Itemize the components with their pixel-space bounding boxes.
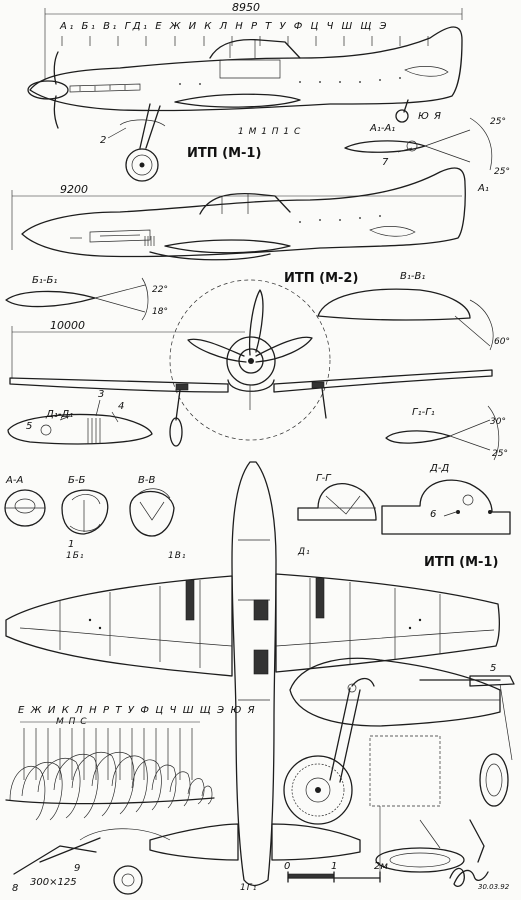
m1-plan-title: ИТП (М-1) [424, 555, 499, 570]
section-a1-a1 [344, 117, 493, 171]
station-b1-mark: 1Б₁ [66, 551, 85, 561]
b1-angle-up: 22° [152, 285, 168, 295]
callout-5-section: 5 [26, 421, 33, 432]
section-d1-d1 [7, 399, 153, 445]
b1-angle-down: 18° [152, 307, 168, 317]
station-g1-mark: 1Г₁ [240, 883, 258, 893]
m1-station-letters: А₁ Б₁ В₁ ГД₁ Е Ж И К Л Н Р Т У Ф Ц Ч Ш Щ… [60, 21, 389, 32]
callout-5-gear: 5 [490, 663, 497, 674]
section-b1-label: Б₁-Б₁ [32, 275, 58, 286]
a1-angle-down: 25° [494, 167, 510, 177]
scale-label-1: 1 [331, 861, 338, 872]
a1-angle-up: 25° [490, 117, 506, 127]
author-signature [449, 867, 489, 888]
m2-length-dimension: 9200 [60, 183, 88, 196]
section-v-label: В-В [138, 475, 156, 486]
wheel-size-dimension: 300×125 [30, 877, 77, 888]
plan-view [5, 461, 500, 887]
m1-lower-stations: 1 М 1 П 1 С [238, 127, 302, 137]
m1-tail-stations: Ю Я [418, 111, 442, 122]
section-d1-label: Д₁-Д₁ [46, 409, 74, 420]
section-g1-g1 [385, 405, 500, 461]
fuselage-sections [4, 488, 175, 537]
plan-station-letters-2: М П С [56, 717, 88, 727]
m1-side-view [27, 8, 463, 182]
section-a1-label: А₁-А₁ [370, 123, 396, 134]
scale-label-2: 2м [374, 861, 388, 872]
callout-1: 1 [68, 539, 75, 550]
callout-7: 7 [382, 157, 389, 168]
section-d-label: Д-Д [430, 463, 450, 474]
callout-6: 6 [430, 509, 437, 520]
callout-9: 9 [74, 863, 81, 874]
a1-side-mark: А₁ [478, 183, 489, 194]
section-b1-b1 [5, 277, 149, 321]
callout-8: 8 [12, 883, 19, 894]
wing-root-sections [297, 479, 511, 535]
m2-side-title: ИТП (М-2) [284, 271, 359, 286]
section-a-label: А-А [6, 475, 24, 486]
station-v1-mark: 1В₁ [168, 551, 187, 561]
section-g-label: Г-Г [316, 473, 331, 484]
section-v1-label: В₁-В₁ [400, 271, 426, 282]
signature-date: 30.03.92 [478, 883, 510, 891]
m2-side-view [11, 167, 466, 261]
landing-gear-detail [283, 657, 515, 880]
section-v1-v1 [317, 288, 494, 351]
station-d1-mark: Д₁ [298, 547, 311, 557]
callout-4: 4 [118, 401, 125, 412]
frame-stations [5, 721, 215, 895]
section-g1-label: Г₁-Г₁ [412, 407, 435, 418]
g1-angle-down: 25° [492, 449, 508, 459]
section-b-label: Б-Б [68, 475, 86, 486]
front-view [9, 279, 493, 447]
m1-side-title: ИТП (М-1) [187, 146, 262, 161]
m1-length-dimension: 8950 [232, 1, 260, 14]
callout-3: 3 [98, 389, 105, 400]
scale-label-0: 0 [284, 861, 291, 872]
callout-2: 2 [100, 135, 107, 146]
span-dimension: 10000 [50, 319, 85, 332]
scale-bar [287, 871, 381, 883]
g1-angle-up: 30° [490, 417, 506, 427]
v1-angle: 60° [494, 337, 510, 347]
plan-station-letters: Е Ж И К Л Н Р Т У Ф Ц Ч Ш Щ Э Ю Я [18, 705, 257, 716]
